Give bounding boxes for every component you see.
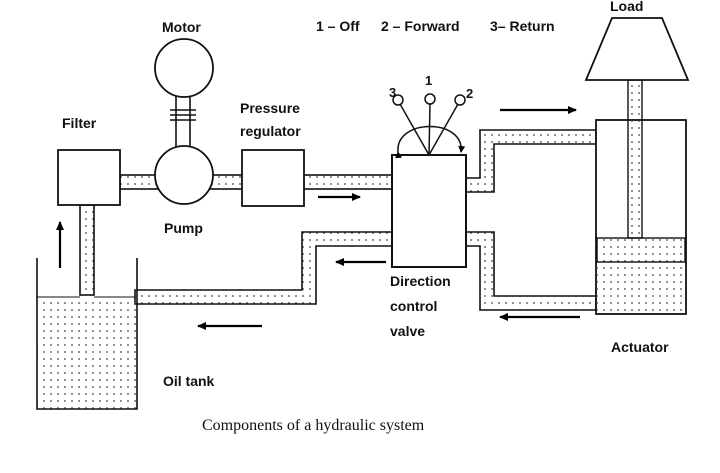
motor-shaft — [175, 95, 191, 151]
actuator-fluid — [597, 262, 685, 313]
pressure-regulator-label-2: regulator — [240, 123, 301, 139]
direction-valve-label-1: Direction — [390, 273, 451, 289]
valve-lever — [392, 93, 466, 159]
actuator-piston — [596, 237, 686, 263]
forward-line-pipe — [465, 129, 597, 193]
filter-suction-pipe — [79, 204, 95, 296]
pump-circle — [154, 145, 214, 205]
filter-label: Filter — [62, 115, 97, 131]
shaft-coupling — [170, 109, 196, 121]
valve-position-3: 3 — [389, 85, 396, 100]
legend-return: 3– Return — [490, 18, 555, 34]
return-line-pipe-actuator — [465, 231, 597, 311]
legend-off: 1 – Off — [316, 18, 360, 34]
direction-valve-label-2: control — [390, 298, 437, 314]
piston-rod — [627, 79, 643, 239]
motor-label: Motor — [162, 19, 201, 35]
actuator-label: Actuator — [611, 339, 669, 355]
actuator — [595, 79, 687, 315]
filter-box — [57, 149, 121, 206]
pump-label: Pump — [164, 220, 203, 236]
oil-tank — [36, 258, 138, 410]
flow-arrows — [56, 106, 580, 330]
pressure-regulator-box — [241, 149, 305, 207]
oil-tank-label: Oil tank — [163, 373, 215, 389]
load-label: Load — [610, 0, 643, 14]
motor-circle — [154, 38, 214, 98]
diagram-caption: Components of a hydraulic system — [202, 417, 425, 434]
tank-return-pipe — [134, 231, 393, 305]
valve-position-1: 1 — [425, 73, 432, 88]
pipes — [79, 95, 597, 311]
valve-position-2: 2 — [466, 86, 473, 101]
load-block — [584, 17, 690, 81]
direction-valve-box — [391, 154, 467, 268]
pressure-regulator-label-1: Pressure — [240, 100, 300, 116]
legend-forward: 2 – Forward — [381, 18, 460, 34]
direction-valve-label-3: valve — [390, 323, 425, 339]
